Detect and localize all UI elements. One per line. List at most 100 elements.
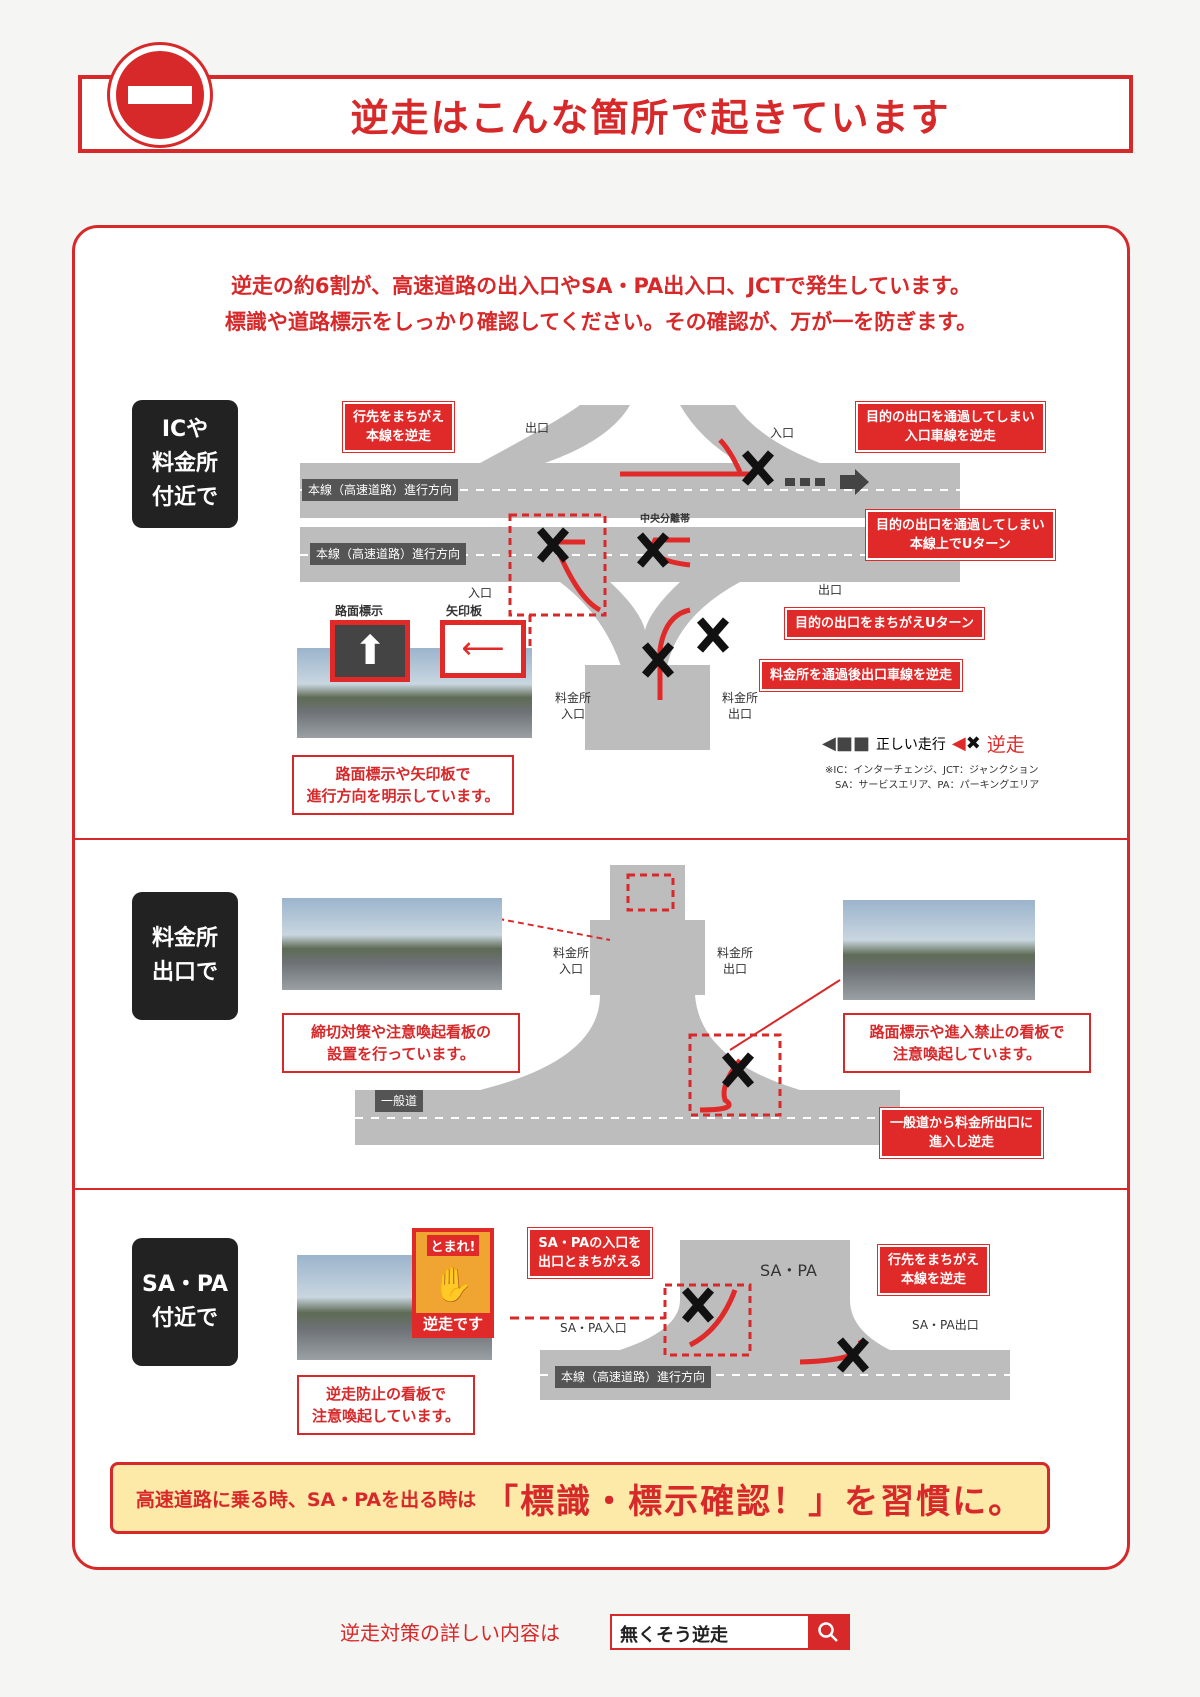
section-label-toll: 料金所出口で (132, 892, 238, 1020)
intro-text: 逆走の約6割が、高速道路の出入口やSA・PA出入口、JCTで発生しています。 標… (72, 268, 1130, 340)
label-line: 付近で (151, 1306, 218, 1331)
callout-wrong-exit-uturn: 目的の出口をまちがえUターン (785, 608, 984, 639)
exit-sign-photo (843, 900, 1035, 1000)
caption-line: 路面標示や進入禁止の看板で (869, 1023, 1065, 1041)
caption-left: 締切対策や注意喚起看板の設置を行っています。 (282, 1013, 520, 1073)
callout-uturn-mainline: 目的の出口を通過してしまい本線上でUターン (866, 510, 1055, 560)
callout-wrong-destination: 行先をまちがえ本線を逆走 (343, 402, 455, 452)
photo-caption: 路面標示や矢印板で進行方向を明示しています。 (292, 755, 514, 815)
label-exit: 出口 (525, 421, 550, 435)
caption-line: 設置を行っています。 (327, 1045, 475, 1063)
label-line: 料金所 (151, 451, 218, 476)
label-line: 付近で (151, 485, 218, 510)
caption-line: 逆走防止の看板で (325, 1385, 446, 1403)
legend-wrong: 逆走 (986, 734, 1025, 756)
label-line: 出口 (723, 962, 748, 976)
callout-toll-wrong-way: 料金所を通過後出口車線を逆走 (760, 660, 963, 691)
caption-line: 締切対策や注意喚起看板の (310, 1023, 491, 1041)
highlight-box (688, 1033, 782, 1117)
main-road-direction-label: 本線（高速道路）進行方向 (310, 543, 467, 565)
search-icon (818, 1622, 838, 1642)
callout-line: 一般道から料金所出口に (890, 1116, 1034, 1131)
section-divider (74, 838, 1128, 840)
search-input[interactable]: 無くそう逆走 (620, 1625, 728, 1646)
toll-gate-photo (282, 898, 502, 990)
wrong-way-arrow-icon: ◀✖ (951, 733, 981, 754)
sapa-entrance-label: SA・PA入口 (560, 1321, 627, 1335)
abbreviation-note: ※IC：インターチェンジ、JCT：ジャンクション SA：サービスエリア、PA：パー… (825, 763, 1039, 793)
callout-line: 目的の出口を通過してしまい (866, 410, 1035, 425)
slogan-big: 「標識・標示確認！」を習慣に。 (484, 1481, 1025, 1522)
road-marking-arrow-icon: ⬆ (330, 620, 410, 682)
label-toll-exit: 料金所出口 (722, 690, 758, 722)
callout-wrong-destination: 行先をまちがえ本線を逆走 (878, 1245, 990, 1295)
main-road-direction-label: 本線（高速道路）進行方向 (555, 1366, 712, 1388)
callout-general-road-wrong-way: 一般道から料金所出口に進入し逆走 (880, 1108, 1044, 1158)
correct-arrows (785, 469, 869, 495)
caption-line: 注意喚起しています。 (311, 1407, 461, 1425)
sign-top-text: とまれ! (426, 1235, 480, 1256)
label-line: 出口で (151, 960, 218, 985)
label-line: 料金所 (717, 946, 754, 960)
legend: ◀■■ 正しい走行 ◀✖ 逆走 (822, 730, 1025, 757)
wrong-way-x-mark (721, 1052, 755, 1088)
footer-text: 逆走対策の詳しい内容は (340, 1621, 560, 1645)
photo-caption: 逆走防止の看板で注意喚起しています。 (297, 1375, 475, 1435)
title-frame (78, 75, 1133, 153)
label-median: 中央分離帯 (640, 514, 690, 525)
label-toll-entrance: 料金所入口 (553, 945, 589, 977)
label-line: 入口 (561, 707, 586, 721)
label-toll-entrance: 料金所入口 (555, 690, 591, 722)
wrong-way-x-marks (681, 1287, 870, 1373)
sapa-label: SA・PA (760, 1261, 817, 1280)
slogan-small: 高速道路に乗る時、SA・PAを出る時は (135, 1488, 477, 1511)
search-button[interactable] (808, 1616, 848, 1648)
callout-line: 本線を逆走 (901, 1272, 967, 1287)
sign-bottom-text: 逆走です (416, 1313, 490, 1334)
slogan-box: 高速道路に乗る時、SA・PAを出る時は 「標識・標示確認！」を習慣に。 (110, 1462, 1050, 1534)
callout-sapa-entrance-mistake: SA・PAの入口を出口とまちがえる (528, 1228, 652, 1278)
section-label-ic: ICや料金所付近で (132, 400, 238, 528)
callout-passed-exit-entrance: 目的の出口を通過してしまい入口車線を逆走 (856, 402, 1045, 452)
section-divider (74, 1188, 1128, 1190)
lane-dashes (300, 489, 960, 556)
label-line: 料金所 (553, 946, 590, 960)
intro-line-2: 標識や道路標示をしっかり確認してください。その確認が、万が一を防ぎます。 (224, 310, 978, 334)
caption-right: 路面標示や進入禁止の看板で注意喚起しています。 (843, 1013, 1091, 1073)
correct-arrow-icon: ◀■■ (822, 733, 870, 754)
arrow-board-icon: ⟵ (440, 620, 526, 678)
stop-wrong-way-sign: とまれ! ✋ 逆走です (412, 1228, 494, 1338)
no-entry-bar (128, 86, 192, 104)
callout-line: 本線を逆走 (366, 429, 432, 444)
callout-line: 行先をまちがえ (353, 410, 445, 425)
note-line: SA：サービスエリア、PA：パーキングエリア (835, 780, 1040, 791)
note-line: ※IC：インターチェンジ、JCT：ジャンクション (825, 765, 1039, 776)
caption-line: 注意喚起しています。 (892, 1045, 1042, 1063)
label-toll-exit: 料金所出口 (717, 945, 753, 977)
sapa-exit-label: SA・PA出口 (912, 1318, 979, 1332)
highlight-box (508, 513, 607, 617)
label-line: 料金所 (722, 691, 759, 705)
legend-correct: 正しい走行 (875, 736, 946, 753)
intro-line-1: 逆走の約6割が、高速道路の出入口やSA・PA出入口、JCTで発生しています。 (230, 274, 972, 298)
page-title: 逆走はこんな箇所で起きています (350, 95, 951, 140)
search-box[interactable]: 無くそう逆走 (610, 1614, 850, 1650)
callout-line: 入口車線を逆走 (904, 429, 996, 444)
label-exit: 出口 (818, 583, 843, 597)
label-entrance: 入口 (468, 586, 493, 600)
callout-line: 目的の出口を通過してしまい (876, 518, 1045, 533)
label-line: ICや (161, 417, 209, 442)
caption-line: 路面標示や矢印板で (335, 765, 471, 783)
wrong-way-arrows (555, 438, 750, 700)
highlight-box (663, 1283, 752, 1357)
wrong-way-x-marks (536, 450, 775, 678)
label-road-marking: 路面標示 (335, 604, 384, 618)
callout-line: 行先をまちがえ (888, 1253, 980, 1268)
label-line: 出口 (728, 707, 753, 721)
callout-line: 本線上でUターン (909, 537, 1011, 552)
label-line: 料金所 (555, 691, 592, 705)
main-road-direction-label: 本線（高速道路）進行方向 (302, 479, 459, 501)
hand-icon: ✋ (431, 1264, 475, 1305)
